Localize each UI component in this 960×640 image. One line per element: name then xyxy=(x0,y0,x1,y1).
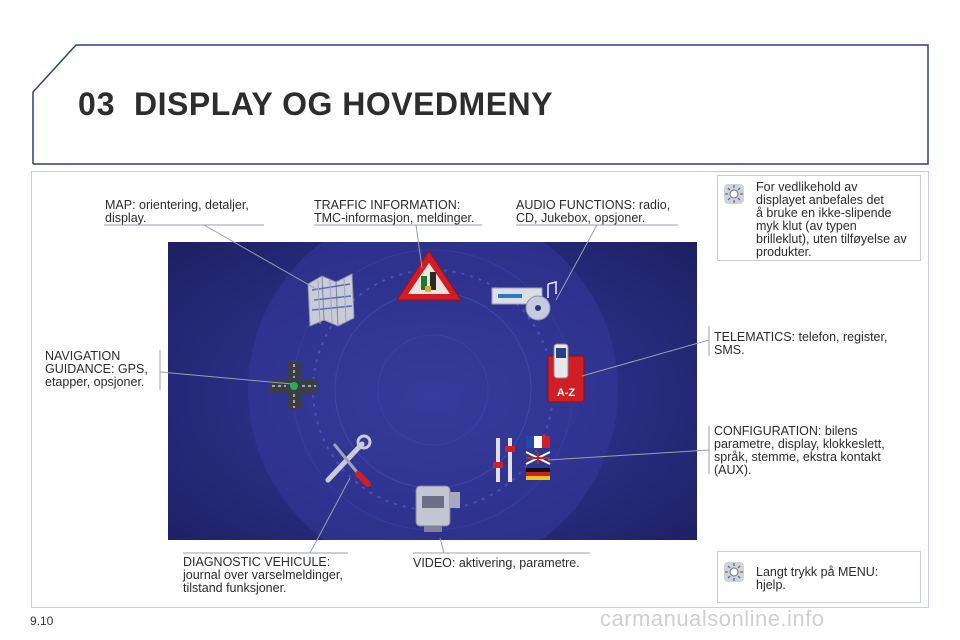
sun-icon xyxy=(724,562,744,582)
map-label: MAP: orientering, detaljer, display. xyxy=(105,198,249,225)
maintenance-text: For vedlikehold av displayet anbefales d… xyxy=(756,180,907,259)
diagnostic-label: DIAGNOSTIC VEHICULE: journal over varsel… xyxy=(183,555,343,595)
traffic-label: TRAFFIC INFORMATION: TMC-informasjon, me… xyxy=(314,198,475,225)
telematics-label: TELEMATICS: telefon, register, SMS. xyxy=(714,330,888,357)
wrench-screwdriver-icon[interactable] xyxy=(320,434,376,490)
header-frame xyxy=(32,44,929,165)
sun-icon xyxy=(724,184,744,204)
audio-label: AUDIO FUNCTIONS: radio, CD, Jukebox, ops… xyxy=(516,198,671,225)
page-number: 9.10 xyxy=(30,614,54,628)
content-frame xyxy=(31,171,929,608)
phone-directory-icon[interactable]: A-Z xyxy=(542,342,588,404)
menu-help-text: Langt trykk på MENU: hjelp. xyxy=(756,565,879,592)
video-label: VIDEO: aktivering, parametre. xyxy=(413,556,580,570)
configuration-label: CONFIGURATION: bilens parametre, display… xyxy=(714,424,885,477)
menu-help-note: Langt trykk på MENU: hjelp. xyxy=(717,551,921,603)
cd-player-icon[interactable] xyxy=(490,278,560,328)
main-menu-screen: A-Z xyxy=(168,242,697,540)
chapter-number: 03 xyxy=(78,86,116,122)
video-camera-icon[interactable] xyxy=(408,478,464,534)
traffic-warning-icon[interactable] xyxy=(394,248,464,304)
settings-flags-icon[interactable] xyxy=(488,432,554,486)
navigation-label: NAVIGATION GUIDANCE: GPS, etapper, opsjo… xyxy=(45,349,148,389)
watermark: carmanualsonline.info xyxy=(600,606,825,631)
az-label: A-Z xyxy=(557,387,576,399)
page-title: DISPLAY OG HOVEDMENY xyxy=(134,86,553,122)
maintenance-note: For vedlikehold av displayet anbefales d… xyxy=(717,175,921,261)
crossroads-icon[interactable] xyxy=(268,360,320,412)
map-icon[interactable] xyxy=(304,270,360,330)
